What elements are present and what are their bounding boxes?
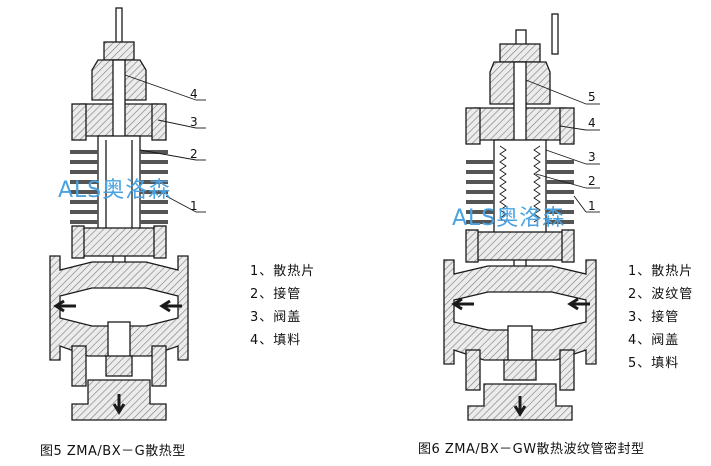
right-callout-1: 5 [588, 90, 596, 104]
right-legend-item: 1、散热片 [628, 264, 694, 279]
right-leader-lines [525, 79, 600, 213]
right-callout-5: 1 [588, 199, 596, 213]
left-callout-2: 3 [190, 115, 198, 129]
right-valve-drawing [443, 13, 600, 421]
right-legend: 1、散热片 2、波纹管 3、接管 4、阀盖 5、填料 [628, 260, 693, 375]
right-legend-item: 3、接管 [628, 310, 680, 325]
right-callout-2: 4 [588, 116, 596, 130]
left-legend-item: 3、阀盖 [250, 310, 302, 325]
right-callout-4: 2 [588, 174, 596, 188]
right-legend-item: 5、填料 [628, 356, 680, 371]
left-legend: 1、散热片 2、接管 3、阀盖 4、填料 [250, 260, 315, 352]
left-callout-4: 1 [190, 199, 198, 213]
left-legend-item: 4、填料 [250, 333, 302, 348]
left-valve-drawing [49, 7, 206, 421]
left-legend-item: 1、散热片 [250, 264, 316, 279]
right-legend-item: 2、波纹管 [628, 287, 694, 302]
left-legend-item: 2、接管 [250, 287, 302, 302]
left-callout-1: 4 [190, 87, 198, 101]
left-leader-lines [124, 74, 206, 213]
right-callout-numbers: 5 4 3 2 1 [588, 90, 596, 213]
left-figure-caption: 图5 ZMA/BX－G散热型 [40, 444, 186, 459]
left-cooling-fins [70, 150, 168, 224]
watermark-left: ALS奥洛森 [58, 178, 172, 203]
right-cooling-fins [466, 160, 574, 224]
right-callout-3: 3 [588, 150, 596, 164]
right-legend-item: 4、阀盖 [628, 333, 680, 348]
left-callout-numbers: 4 3 2 1 [190, 87, 198, 213]
watermark-right: ALS奥洛森 [452, 206, 566, 231]
right-figure-caption: 图6 ZMA/BX－GW散热波纹管密封型 [418, 442, 645, 457]
left-callout-3: 2 [190, 147, 198, 161]
